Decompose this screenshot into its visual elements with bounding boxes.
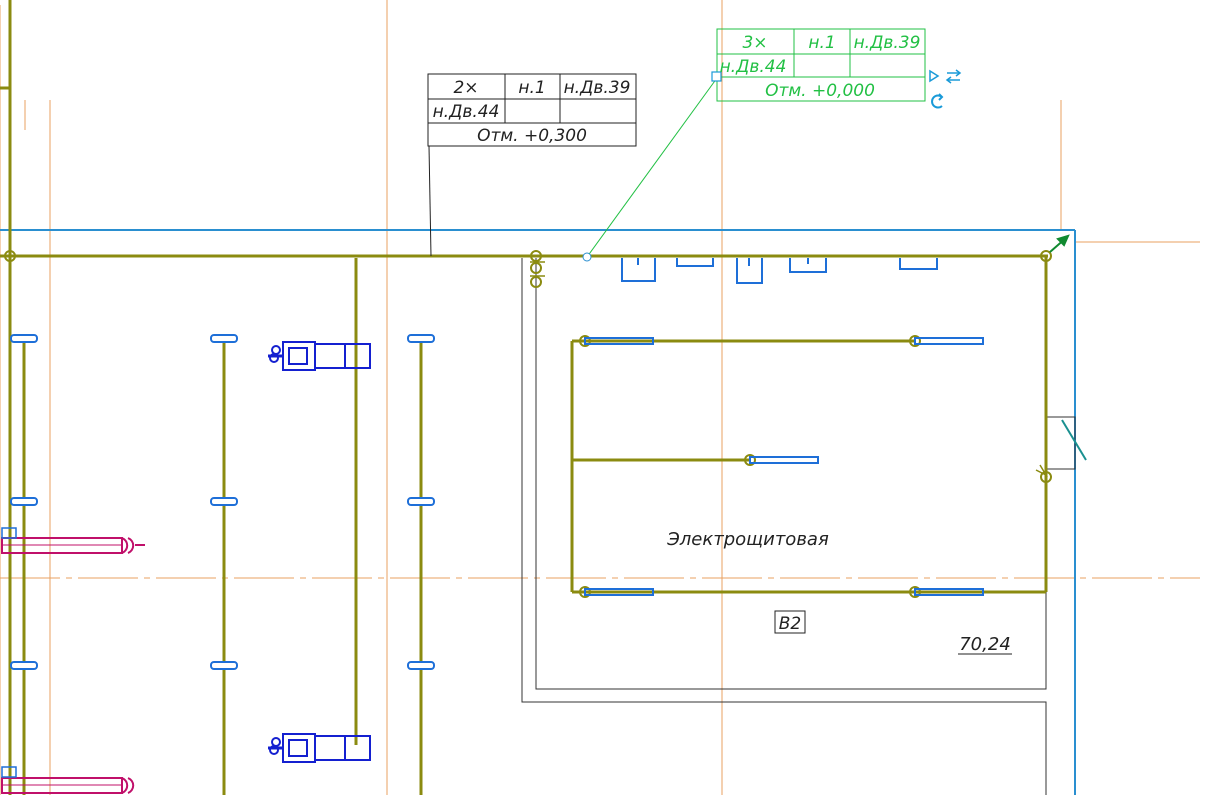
lamp-symbol[interactable] bbox=[210, 497, 238, 506]
annotation-group-b: н.Дв.44 bbox=[433, 102, 500, 122]
lamp-symbol[interactable] bbox=[210, 661, 238, 670]
cable-node[interactable] bbox=[1040, 250, 1052, 262]
wall-box[interactable] bbox=[736, 258, 763, 284]
cable-node[interactable] bbox=[744, 454, 756, 466]
lamp-symbol[interactable] bbox=[407, 497, 435, 506]
wall-box[interactable] bbox=[676, 258, 714, 267]
annotation-group-a: н.Дв.39 bbox=[564, 78, 631, 98]
cable-node[interactable] bbox=[909, 335, 921, 347]
lamp-symbol[interactable] bbox=[210, 334, 238, 343]
heater-device[interactable] bbox=[1, 537, 145, 554]
room-name: Электрощитовая bbox=[666, 529, 829, 550]
lamp-fixture[interactable] bbox=[749, 456, 819, 464]
room-code: В2 bbox=[779, 614, 801, 634]
room-lamps[interactable] bbox=[584, 337, 984, 596]
wall-box[interactable] bbox=[789, 258, 827, 273]
cable-node[interactable] bbox=[909, 586, 921, 598]
cable-node[interactable] bbox=[4, 250, 16, 262]
cable-node[interactable] bbox=[579, 586, 591, 598]
grip-handle[interactable] bbox=[711, 71, 722, 82]
lamp-fixture[interactable] bbox=[914, 337, 984, 345]
switch-symbol[interactable] bbox=[1035, 464, 1048, 477]
annotation-level: Отм. +0,000 bbox=[765, 81, 875, 101]
annotation-group-b: н.Дв.44 bbox=[720, 57, 787, 77]
lamp-symbol[interactable] bbox=[10, 661, 38, 670]
room-code-box bbox=[774, 610, 806, 634]
annotation-table-black[interactable] bbox=[427, 73, 637, 147]
cable-lines bbox=[0, 0, 1048, 795]
leader-line-green bbox=[586, 77, 718, 258]
motor-device[interactable] bbox=[268, 733, 371, 763]
annotation-circuit: н.1 bbox=[518, 78, 545, 98]
lamp-symbol[interactable] bbox=[407, 661, 435, 670]
annotation-circuit: н.1 bbox=[808, 33, 835, 53]
lamp-symbol[interactable] bbox=[10, 334, 38, 343]
branch-symbol[interactable] bbox=[530, 261, 545, 277]
cable-node[interactable] bbox=[530, 250, 542, 262]
lamp-fixture[interactable] bbox=[584, 588, 654, 596]
annotation-table-green[interactable] bbox=[716, 28, 926, 102]
cable-node[interactable] bbox=[579, 335, 591, 347]
wall-box[interactable] bbox=[899, 258, 938, 270]
leader-anchor[interactable] bbox=[582, 252, 592, 262]
cable-node[interactable] bbox=[530, 276, 542, 288]
cable-node[interactable] bbox=[1040, 471, 1052, 483]
swap-arrows-icon[interactable] bbox=[945, 69, 962, 84]
edge-markers bbox=[1, 527, 17, 778]
wall-box[interactable] bbox=[621, 258, 656, 282]
direction-arrow-icon[interactable] bbox=[1049, 234, 1070, 253]
lamp-fixture[interactable] bbox=[914, 588, 984, 596]
door-symbol[interactable] bbox=[1061, 419, 1087, 461]
annotation-count: 3× bbox=[742, 33, 767, 53]
rotate-icon[interactable] bbox=[931, 93, 944, 109]
cable-nodes[interactable] bbox=[4, 250, 1052, 598]
annotation-count: 2× bbox=[453, 78, 478, 98]
lamp-symbol[interactable] bbox=[10, 497, 38, 506]
building-walls bbox=[0, 229, 1076, 795]
leader-line-black bbox=[428, 145, 432, 257]
annotation-group-a: н.Дв.39 bbox=[854, 33, 921, 53]
room-area: 70,24 bbox=[959, 634, 1011, 655]
heater-device[interactable] bbox=[1, 777, 135, 794]
annotation-level: Отм. +0,300 bbox=[477, 126, 587, 146]
line-lamps[interactable] bbox=[10, 334, 435, 670]
flip-triangle-icon[interactable] bbox=[929, 69, 940, 83]
motor-device[interactable] bbox=[268, 341, 371, 371]
cable-node[interactable] bbox=[530, 262, 542, 274]
wall-devices[interactable] bbox=[621, 258, 938, 284]
lamp-fixture[interactable] bbox=[584, 337, 654, 345]
lamp-symbol[interactable] bbox=[407, 334, 435, 343]
